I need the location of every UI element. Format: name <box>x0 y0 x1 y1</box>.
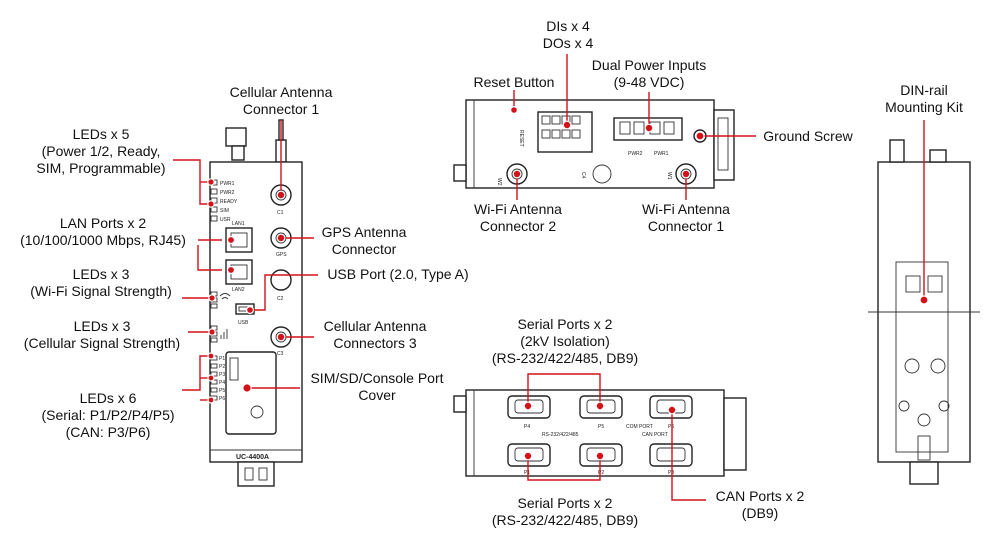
c2-label: C2 <box>277 296 284 302</box>
serial-led-p3: P3 <box>219 372 225 378</box>
callout-leds-wifi: LEDs x 3(Wi-Fi Signal Strength) <box>30 266 172 299</box>
serial-led-p6: P6 <box>219 396 225 402</box>
model-label: UC-4400A <box>236 454 269 461</box>
callout-ground: Ground Screw <box>763 128 853 144</box>
usb-label: USB <box>238 320 249 326</box>
lan2-label: LAN2 <box>232 287 245 293</box>
p1-label: P1 <box>524 470 530 476</box>
c1-label: C1 <box>277 210 284 216</box>
w2-label: W2 <box>496 178 502 186</box>
front-view: PWR1 PWR2 READY SIM USR LAN1 LAN2 USB <box>209 119 303 487</box>
rs-label: RS-232/422/485 <box>542 432 579 438</box>
p2-label: P2 <box>598 470 604 476</box>
callout-leds-cell: LEDs x 3(Cellular Signal Strength) <box>23 318 181 351</box>
gps-label: GPS <box>276 252 287 258</box>
bottom-view: P4 P5 P6 RS-232/422/485 COM PORT CAN POR… <box>453 389 747 477</box>
com-port-label: COM PORT <box>626 424 653 430</box>
led-label-pwr1: PWR1 <box>220 181 235 187</box>
front-usb-port: USB <box>235 303 255 326</box>
callout-power: Dual Power Inputs(9-48 VDC) <box>591 57 707 90</box>
lan1-label: LAN1 <box>232 221 245 227</box>
p6-label: P6 <box>668 424 674 430</box>
callout-leds-serial: LEDs x 6(Serial: P1/P2/P4/P5)(CAN: P3/P6… <box>41 390 175 440</box>
led-label-sim: SIM <box>220 208 229 214</box>
callout-dots <box>207 105 929 461</box>
pwr1-label: PWR1 <box>654 151 669 157</box>
w1-label: W1 <box>666 172 672 180</box>
callout-serial-bottom: Serial Ports x 2(RS-232/422/485, DB9) <box>491 495 639 528</box>
callout-lan-ports: LAN Ports x 2(10/100/1000 Mbps, RJ45) <box>20 215 186 248</box>
callout-usb-port: USB Port (2.0, Type A) <box>327 266 469 282</box>
callout-can-ports: CAN Ports x 2(DB9) <box>715 488 805 521</box>
p4-label: P4 <box>524 424 530 430</box>
top-view: RESET PWR2 PWR1 W2 C4 W1 <box>453 99 735 189</box>
serial-led-p4: P4 <box>219 380 225 386</box>
led-label-pwr2: PWR2 <box>220 190 235 196</box>
led-label-usr: USR <box>220 217 231 223</box>
front-sim-cover <box>225 351 277 435</box>
serial-led-p5: P5 <box>219 388 225 394</box>
can-port-label: CAN PORT <box>642 432 668 438</box>
serial-led-p1: P1 <box>219 356 225 362</box>
pwr2-label: PWR2 <box>628 151 643 157</box>
top-dio-terminal <box>537 111 593 153</box>
callout-serial-top: Serial Ports x 2(2kV Isolation)(RS-232/4… <box>491 316 639 366</box>
p5-label: P5 <box>598 424 604 430</box>
callout-leds-power: LEDs x 5(Power 1/2, Ready,SIM, Programma… <box>36 126 166 176</box>
callout-reset: Reset Button <box>473 74 555 90</box>
serial-led-p2: P2 <box>219 364 225 370</box>
front-led-group-wifi <box>210 291 231 309</box>
c3-label: C3 <box>277 351 284 357</box>
p3-label: P3 <box>668 470 674 476</box>
c4-label: C4 <box>580 172 586 179</box>
reset-label: RESET <box>518 130 524 147</box>
led-label-ready: READY <box>220 199 238 205</box>
callout-lines <box>173 54 925 501</box>
